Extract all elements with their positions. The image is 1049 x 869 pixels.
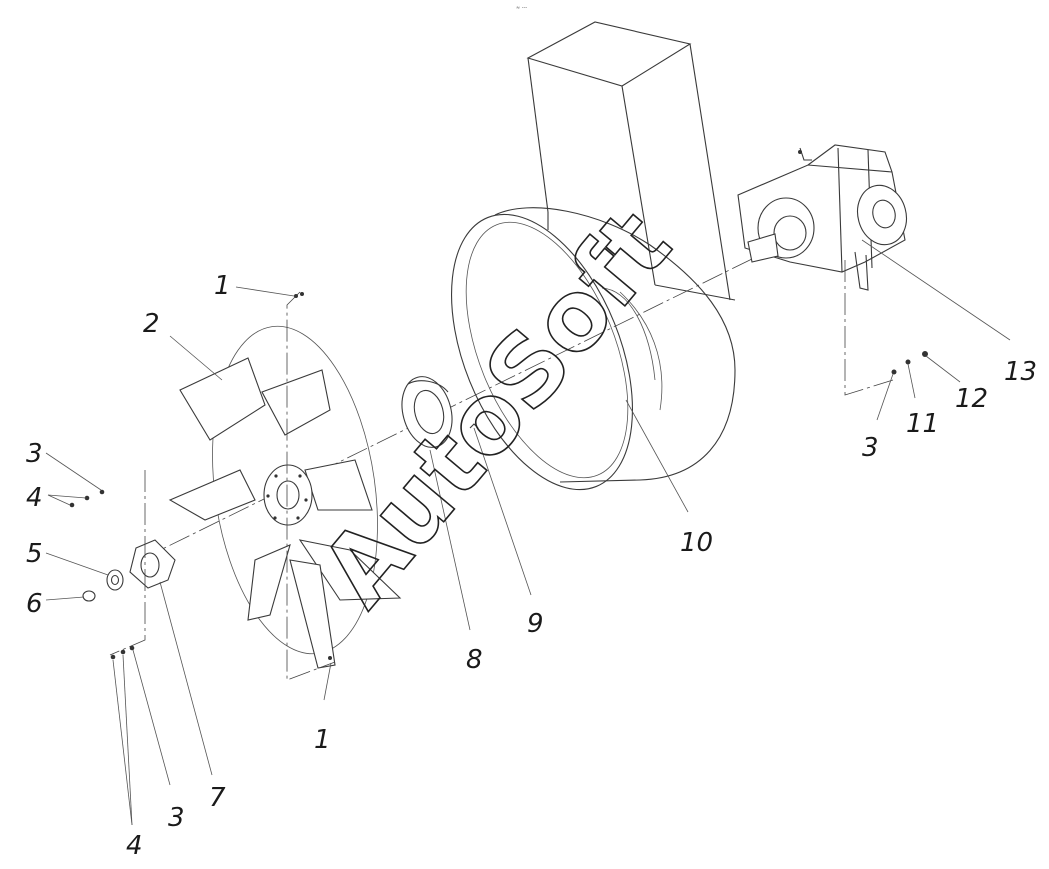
callout-6: 6 (26, 589, 43, 619)
callout-13: 13 (1004, 357, 1037, 387)
impeller-blade (304, 459, 373, 511)
leader-lines (45, 239, 1011, 826)
impeller-bolt-center-line (286, 291, 336, 681)
hub-flange (129, 539, 176, 589)
callout-4-bottom: 4 (126, 831, 143, 861)
seal-ring (469, 423, 479, 429)
impeller-blade (247, 544, 291, 621)
bolt-1-top (294, 294, 298, 298)
washer-3-bottom (129, 645, 135, 651)
bearing-cup (401, 376, 453, 448)
callout-11: 11 (906, 409, 939, 439)
header-mark: ≈ --- (516, 5, 527, 11)
input-shaft (747, 233, 779, 263)
callout-3-right: 3 (862, 433, 879, 463)
callout-labels: 1 2 3 4 5 6 7 3 4 1 8 9 10 3 11 12 13 (26, 271, 1037, 861)
impeller-blade (289, 559, 336, 669)
washer-11 (905, 359, 911, 365)
blower-housing (451, 21, 736, 491)
impeller (168, 325, 402, 669)
callout-12: 12 (955, 384, 988, 414)
callout-5: 5 (26, 539, 43, 569)
callout-1-top: 1 (214, 271, 231, 301)
watermark: AutoSoft (300, 189, 693, 627)
washer-3-left (99, 489, 105, 495)
callout-7: 7 (209, 783, 226, 813)
impeller-blade (298, 539, 402, 601)
housing-front-ring (451, 213, 633, 491)
washer-3-right (891, 369, 897, 375)
gearbox (737, 144, 907, 291)
callout-8: 8 (466, 645, 483, 675)
bolt-4-bottom (110, 654, 116, 660)
bolt-4-left (84, 495, 90, 501)
impeller-blade (168, 469, 256, 521)
callout-3-left: 3 (26, 439, 43, 469)
impeller-blade (179, 357, 266, 441)
nut-12 (922, 351, 928, 357)
nut-6 (82, 590, 96, 602)
callout-9: 9 (527, 609, 544, 639)
callout-3-bottom: 3 (168, 803, 185, 833)
callout-10: 10 (680, 528, 713, 558)
impeller-blade (261, 369, 331, 436)
callout-4-left: 4 (26, 483, 43, 513)
hub-bolt-center-line (109, 470, 146, 656)
callout-1-bottom: 1 (314, 725, 331, 755)
gearbox-bolt-center-line (844, 260, 894, 396)
callout-2: 2 (143, 309, 160, 339)
bolt-1-bottom (328, 656, 332, 660)
